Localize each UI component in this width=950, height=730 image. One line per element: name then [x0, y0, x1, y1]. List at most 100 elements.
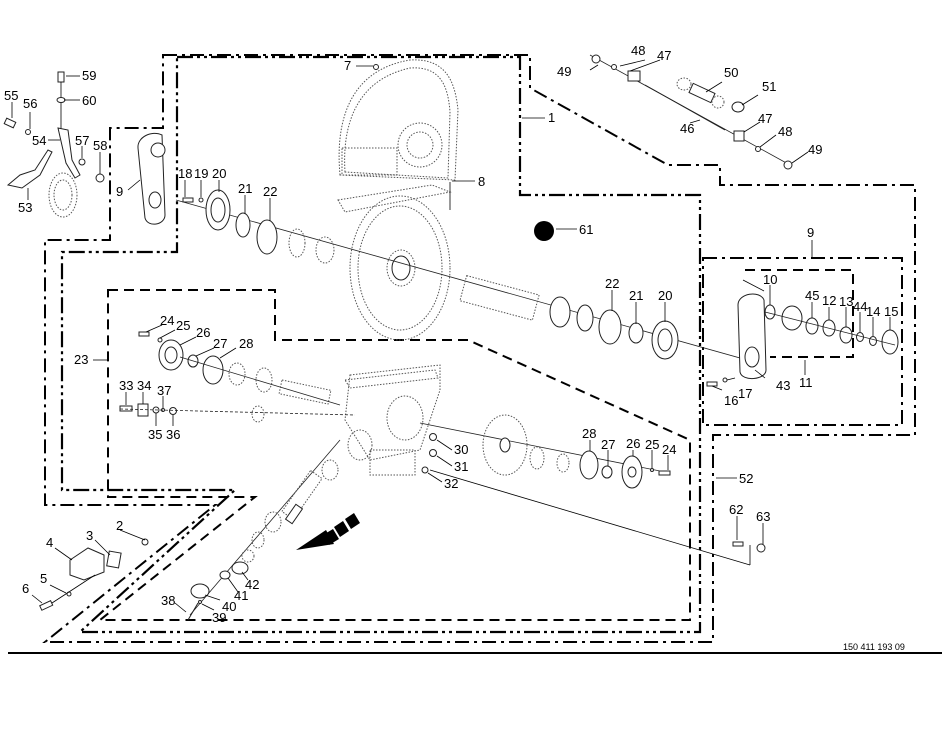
bolt-16	[706, 381, 718, 387]
callout-c17: 17	[738, 386, 752, 401]
washer-25	[157, 337, 163, 343]
callout-c20b: 20	[658, 288, 672, 303]
leader-line-c17	[726, 377, 736, 381]
callout-c19: 19	[194, 166, 208, 181]
seal-41	[219, 570, 231, 580]
callout-c1: 1	[548, 110, 555, 125]
callout-c46: 46	[680, 121, 694, 136]
o-ring-28	[202, 355, 224, 385]
callout-c16: 16	[724, 393, 738, 408]
leader-lines	[11, 59, 891, 613]
leader-line-c47a	[629, 59, 661, 72]
callout-c31: 31	[454, 459, 468, 474]
callout-c59: 59	[82, 68, 96, 83]
direction-arrow-icon	[296, 513, 360, 550]
nut-49-top	[591, 54, 601, 64]
callout-c4: 4	[46, 535, 53, 550]
callout-c21a: 21	[238, 181, 252, 196]
bolt-55	[3, 117, 17, 129]
callout-c43: 43	[776, 378, 790, 393]
washer-60	[56, 97, 66, 103]
nut-63	[756, 543, 766, 553]
callout-c20a: 20	[212, 166, 226, 181]
leader-line-c49b	[791, 151, 809, 164]
bolt-18	[182, 197, 194, 203]
bushing-47-bottom	[733, 130, 745, 142]
callout-c33: 33	[119, 378, 133, 393]
leader-line-c5	[49, 584, 67, 594]
callout-c30: 30	[454, 442, 468, 457]
leader-line-c6	[31, 594, 43, 604]
callout-c10: 10	[763, 272, 777, 287]
callout-c3: 3	[86, 528, 93, 543]
right-shaft-parts	[459, 274, 679, 360]
lower-left-parts	[119, 331, 356, 423]
callout-c13: 13	[839, 294, 853, 309]
ring-14	[869, 336, 877, 346]
top-shaft-parts	[589, 54, 793, 170]
callout-c60: 60	[82, 93, 96, 108]
cover-bolts	[429, 469, 766, 566]
circlip-13	[839, 326, 853, 344]
assembly-boundaries	[42, 54, 916, 643]
callout-c24a: 24	[160, 313, 174, 328]
bolt-24-right	[658, 470, 671, 476]
boundary-group-52	[42, 54, 916, 643]
callout-c44: 44	[853, 299, 867, 314]
lever-54	[57, 127, 81, 179]
gearbox-housing	[344, 364, 441, 476]
callout-c47b: 47	[758, 111, 772, 126]
callout-c2: 2	[116, 518, 123, 533]
callout-c56: 56	[23, 96, 37, 111]
shaft-46	[644, 84, 726, 131]
leader-line-c16	[711, 385, 723, 391]
spring-36	[169, 407, 177, 415]
plug-7	[373, 64, 379, 70]
callout-c14: 14	[866, 304, 880, 319]
bolt-59	[57, 71, 65, 83]
bolt-6	[39, 599, 54, 611]
sleeve-50	[688, 82, 716, 104]
leader-line-c48b	[759, 134, 777, 148]
callout-c49a: 49	[557, 64, 571, 79]
callout-c41: 41	[234, 588, 248, 603]
leader-line-c49a	[589, 64, 599, 71]
callout-c9b: 9	[807, 225, 814, 240]
boundary-group-1	[60, 55, 702, 634]
plug-2	[141, 538, 149, 546]
seal-27-right	[601, 465, 613, 479]
callout-c25b: 25	[645, 437, 659, 452]
callout-c22b: 22	[605, 276, 619, 291]
drive-shaft-parts	[187, 439, 341, 621]
callout-c55: 55	[4, 88, 18, 103]
callout-c48a: 48	[631, 43, 645, 58]
leader-line-c39	[201, 603, 215, 611]
boundary-group-11-tick	[742, 279, 765, 292]
callout-c36: 36	[166, 427, 180, 442]
leader-line-c43	[754, 369, 766, 379]
callout-c9a: 9	[116, 184, 123, 199]
lower-right-gear	[419, 414, 671, 489]
plug-30	[429, 433, 437, 441]
callout-c51: 51	[762, 79, 776, 94]
leader-line-c3	[94, 539, 111, 556]
o-ring-22	[256, 219, 278, 255]
callout-c5: 5	[40, 571, 47, 586]
boundary-inner	[97, 289, 691, 621]
washer-51	[731, 101, 745, 113]
bolt-62	[732, 541, 744, 547]
callout-c18: 18	[178, 166, 192, 181]
o-ring-22-right	[598, 309, 622, 345]
leader-line-c41	[227, 577, 239, 593]
callout-c34: 34	[137, 378, 151, 393]
o-ring-28-right	[579, 450, 599, 480]
bolt-33	[119, 405, 133, 412]
callout-c57: 57	[75, 133, 89, 148]
ring-21	[235, 212, 251, 238]
leader-line-c25a	[159, 329, 176, 339]
leader-line-c46	[689, 119, 701, 124]
filled-circle-icon	[534, 221, 554, 241]
callout-c8: 8	[478, 174, 485, 189]
left-arm-parts	[137, 132, 335, 264]
